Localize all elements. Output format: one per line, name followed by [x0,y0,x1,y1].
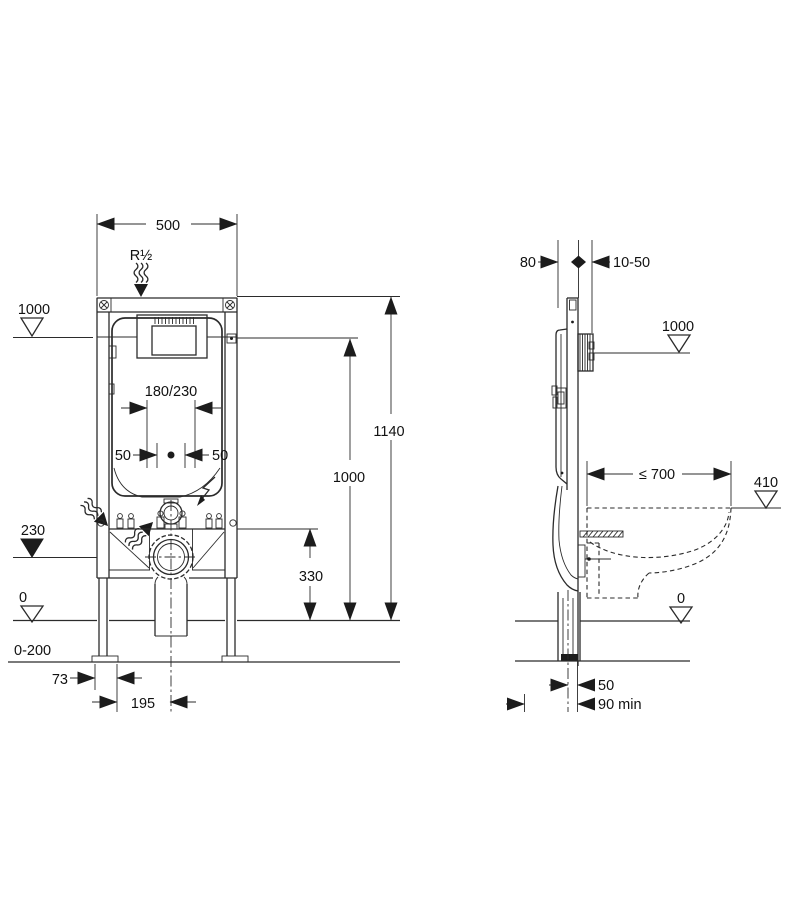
dim-80-label: 80 [520,255,536,271]
cistern [111,317,223,530]
dim-1000-label: 1000 [333,470,365,486]
frame-rail-side [566,297,579,666]
dim-330-label: 330 [299,569,323,585]
wc-mounting-rod [577,530,624,578]
level-marker-1000-left: 1000 [13,302,93,338]
dim-195-label: 195 [131,696,155,712]
dim-depths-top: 80 10-50 [520,240,650,333]
dim-heights: 1140 1000 330 [237,296,405,621]
dim-rod-spacing-label: 180/230 [145,384,197,400]
dim-73: 73 [52,664,142,712]
level-0-right-label: 0 [677,591,685,607]
outlet-bend-side [552,485,579,592]
dim-10-50-label: 10-50 [613,255,650,271]
dim-50-label: 50 [598,678,614,694]
supply-thread-label: R½ [130,248,153,264]
dim-width-label: 500 [156,218,180,234]
dim-700-label: ≤ 700 [639,467,675,483]
side-view: 80 10-50 [506,240,781,713]
fixing-hardware-row [97,510,237,530]
inspection-window [136,314,208,359]
dim-offsets-50: 50 50 [115,443,228,468]
level-0-left-label: 0 [19,590,27,606]
level-1000-left-label: 1000 [18,302,50,318]
leg-side [515,590,690,712]
outlet-bend [145,500,198,712]
dim-195: 195 [92,695,196,712]
level-410-label: 410 [754,475,778,491]
cistern-side [551,328,568,485]
dim-offset-50-right-label: 50 [212,448,228,464]
water-flow-icon [123,516,159,552]
level-230-label: 230 [21,523,45,539]
frame-outline [96,297,238,579]
double-arrow-icon [571,255,586,269]
wc-pan-outline [586,507,732,599]
lightning-icon [197,476,216,506]
level-marker-0-right: 0 [515,591,694,625]
frame-legs [91,578,249,663]
dim-73-label: 73 [52,672,68,688]
dim-90min-label: 90 min [598,697,642,713]
level-1000-right-label: 1000 [662,319,694,335]
level-marker-410: 410 [731,475,781,510]
screw-icon [225,300,235,310]
dim-1140-label: 1140 [373,424,404,440]
water-flow-icon [78,496,114,532]
dim-50-side: 50 [549,678,614,694]
dim-pan-depth: ≤ 700 [586,461,732,506]
water-flow-icon [133,262,149,298]
screw-icon [99,300,109,310]
level-marker-0-left: 0 [19,590,45,624]
dim-width-500: 500 [96,214,238,296]
dim-offset-50-left-label: 50 [115,448,131,464]
dim-rod-spacing: 180/230 [121,384,221,468]
front-view: 500 R½ 1000 [8,214,405,712]
inspection-box-side [577,333,595,372]
level-marker-230: 230 [13,523,97,558]
floor-range-label: 0-200 [14,643,51,659]
dim-90min: 90 min [506,694,642,713]
level-marker-1000-right: 1000 [593,319,694,354]
